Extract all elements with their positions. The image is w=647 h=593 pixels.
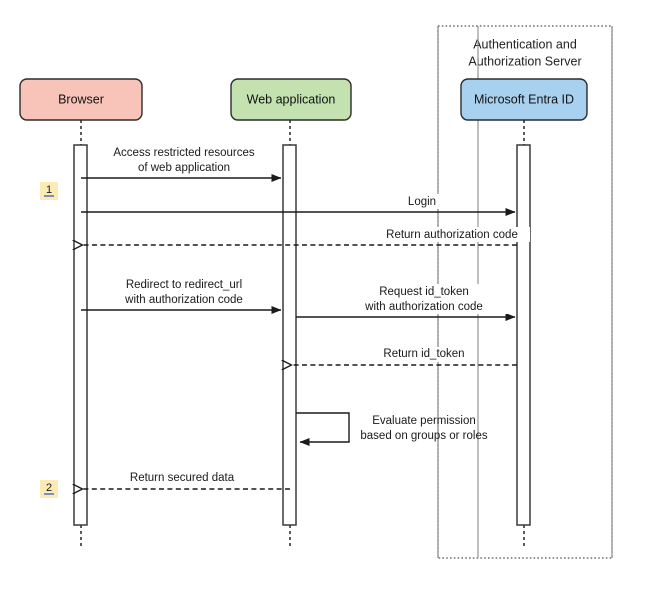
- group-label-line1: Authentication and: [473, 37, 577, 51]
- message-label-m3-line1: Return authorization code: [386, 229, 518, 241]
- message-label-bg-m6: [378, 347, 470, 362]
- message-redirect-to-redirect-url: Redirect to redirect_url with authorizat…: [81, 279, 282, 314]
- participant-label-webapp: Web application: [247, 92, 336, 106]
- step-marker-1-label: 1: [46, 184, 52, 196]
- step-marker-2-label: 2: [46, 482, 52, 494]
- message-label-m7-line1: Evaluate permission: [372, 415, 476, 427]
- message-label-m6-line1: Return id_token: [383, 348, 464, 360]
- step-marker-2[interactable]: 2: [40, 480, 58, 498]
- message-label-bg-m8: [120, 471, 244, 486]
- message-label-bg-m2: [400, 194, 444, 209]
- message-evaluate-permission-self-call: Evaluate permission based on groups or r…: [296, 412, 488, 446]
- message-label-m8-line1: Return secured data: [130, 472, 235, 484]
- activation-bars: [73, 144, 531, 526]
- participant-browser[interactable]: Browser: [19, 78, 143, 121]
- participant-entra[interactable]: Microsoft Entra ID: [460, 78, 588, 121]
- message-access-restricted-resources: Access restricted resources of web appli…: [81, 147, 282, 182]
- message-label-m2-line1: Login: [408, 196, 436, 208]
- message-request-id-token: Request id_token with authorization code: [296, 284, 516, 321]
- message-label-m5-line1: Request id_token: [379, 286, 469, 298]
- participant-box-webapp[interactable]: [230, 78, 352, 121]
- participant-box-entra[interactable]: [460, 78, 588, 121]
- message-return-secured-data: Return secured data: [83, 471, 290, 489]
- message-label-m5-line2: with authorization code: [364, 301, 483, 313]
- group-label-line2: Authorization Server: [468, 54, 581, 68]
- message-label-bg-m5: [345, 284, 510, 314]
- participant-webapp[interactable]: Web application: [230, 78, 352, 121]
- activation-bar-entra: [516, 144, 531, 526]
- message-label-m7-line2: based on groups or roles: [360, 430, 487, 442]
- message-return-id-token: Return id_token: [292, 347, 517, 365]
- message-label-m1-line1: Access restricted resources: [113, 147, 254, 159]
- message-arrow-m7: [296, 412, 350, 446]
- activation-bar-browser: [73, 144, 88, 526]
- activation-bar-webapp: [282, 144, 297, 526]
- group-frame-auth-server: Authentication and Authorization Server: [437, 25, 613, 559]
- participant-label-entra: Microsoft Entra ID: [474, 92, 574, 106]
- message-label-m4-line1: Redirect to redirect_url: [126, 279, 242, 291]
- message-label-bg-m3: [375, 227, 530, 242]
- participant-label-browser: Browser: [58, 92, 104, 106]
- message-label-m1-line2: of web application: [138, 162, 230, 174]
- participant-box-browser[interactable]: [19, 78, 143, 121]
- message-login: Login: [81, 194, 516, 216]
- message-return-authorization-code: Return authorization code: [83, 227, 530, 245]
- message-label-m4-line2: with authorization code: [124, 294, 243, 306]
- step-marker-1[interactable]: 1: [40, 182, 58, 200]
